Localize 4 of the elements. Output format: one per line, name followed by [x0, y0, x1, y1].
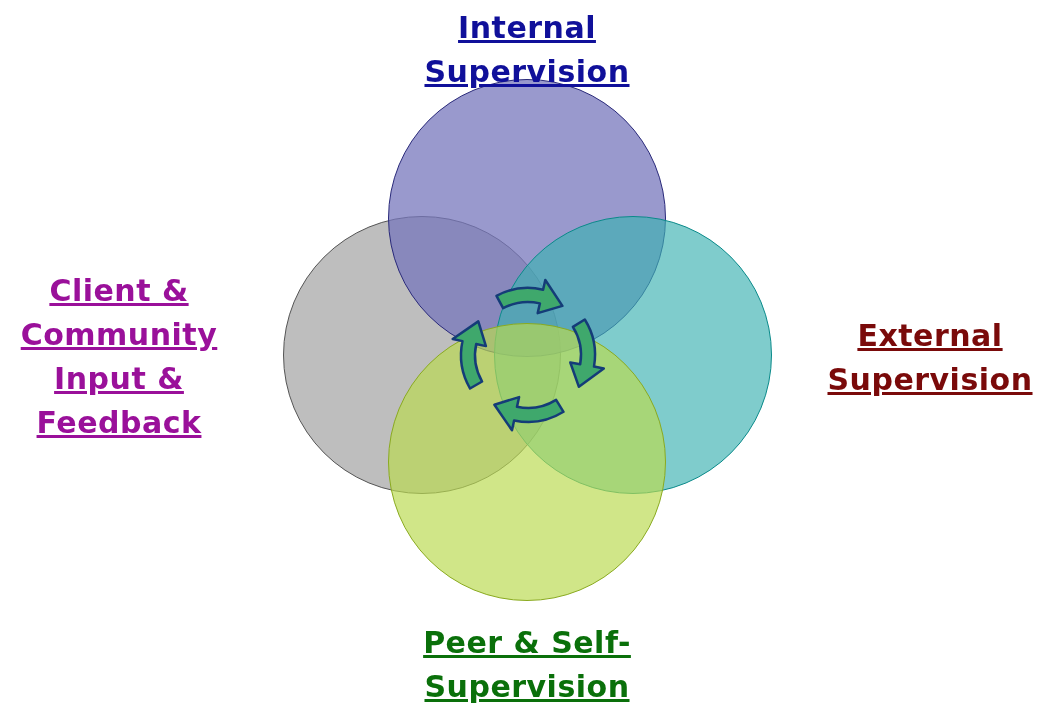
circle-heading: Peer & Self-Supervision [422, 624, 632, 706]
circle-heading: Internal Supervision [423, 9, 631, 91]
circle-heading: Client & Community Input & Feedback [19, 272, 219, 442]
circle-heading: External Supervision [826, 317, 1034, 399]
